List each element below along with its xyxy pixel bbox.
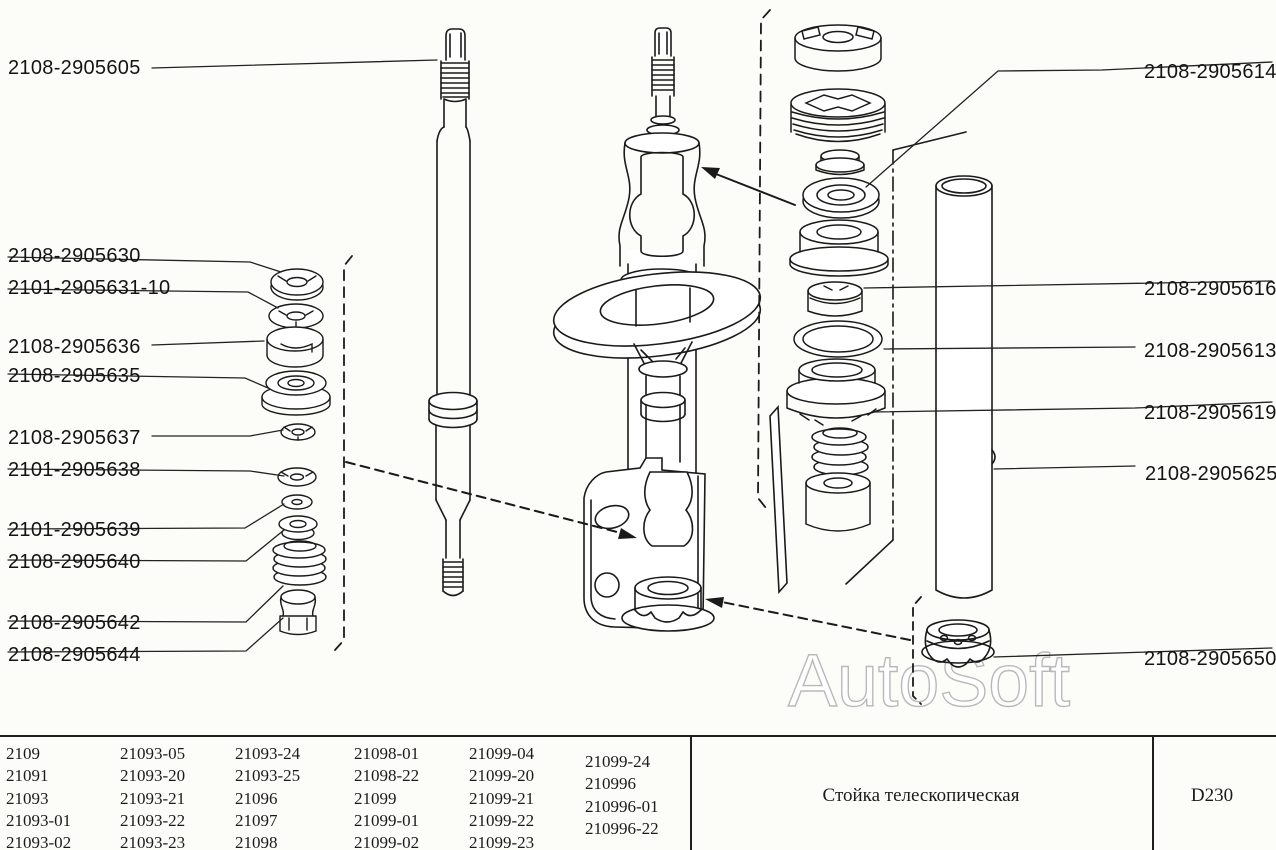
- model-cell: 21098: [235, 833, 278, 850]
- model-column-2: 21093-05 21093-20 21093-21 21093-22 2109…: [120, 743, 185, 850]
- callout-2101-2905639: 2101-2905639: [8, 519, 141, 541]
- applicability-table: 2109 21091 21093 21093-01 21093-02 21093…: [0, 735, 1276, 850]
- shim-strip-drawing: [769, 131, 967, 594]
- callout-2108-2905636: 2108-2905636: [8, 336, 141, 358]
- callout-2108-2905650: 2108-2905650: [1144, 648, 1276, 670]
- model-cell: 21093-22: [120, 810, 186, 830]
- sheet-code-label: D230: [1190, 785, 1234, 806]
- callout-2108-2905614: 2108-2905614: [1144, 61, 1276, 83]
- reference-arrows: [345, 167, 911, 641]
- model-column-5: 21099-04 21099-20 21099-21 21099-22 2109…: [469, 743, 534, 850]
- table-divider-models: [690, 737, 692, 850]
- callout-2108-2905640: 2108-2905640: [8, 551, 141, 573]
- model-cell: 21093: [6, 788, 49, 808]
- callout-2108-2905613: 2108-2905613: [1144, 340, 1276, 362]
- callout-2108-2905625: 2108-2905625: [1145, 463, 1276, 485]
- part-name-label: Стойка телескопическая: [822, 785, 1020, 806]
- model-cell: 21093-05: [120, 744, 186, 763]
- model-cell: 21093-23: [120, 833, 186, 850]
- table-divider-code: [1152, 737, 1154, 850]
- callout-2108-2905637: 2108-2905637: [8, 427, 141, 449]
- group-brackets: [334, 9, 922, 705]
- leader-lines: [7, 59, 1273, 658]
- model-column-4: 21098-01 21098-22 21099 21099-01 21099-0…: [354, 743, 419, 850]
- model-cell: 21093-21: [120, 788, 186, 808]
- table-top-border: [0, 735, 1276, 738]
- model-cell: 21099-23: [469, 833, 535, 850]
- model-cell: 21099-04: [469, 744, 535, 763]
- callout-2108-2905635: 2108-2905635: [8, 365, 141, 387]
- callout-2108-2905644: 2108-2905644: [8, 644, 141, 666]
- model-cell: 21098-22: [354, 766, 420, 786]
- callout-2101-2905631-10: 2101-2905631-10: [8, 277, 171, 299]
- right-parts-column: [786, 24, 889, 532]
- model-cell: 21093-01: [6, 810, 72, 830]
- model-column-1: 2109 21091 21093 21093-01 21093-02: [6, 743, 71, 850]
- model-column-3: 21093-24 21093-25 21096 21097 21098: [235, 743, 300, 850]
- piston-rod-drawing: [428, 28, 478, 597]
- model-cell: 21093-24: [235, 744, 301, 763]
- model-cell: 210996-22: [585, 818, 659, 838]
- model-cell: 21096: [235, 788, 278, 808]
- parts-diagram: AutoSoft: [7, 9, 1273, 723]
- model-cell: 21093-25: [235, 766, 301, 786]
- model-cell: 21093-20: [120, 766, 186, 786]
- model-cell: 210996-01: [585, 796, 659, 816]
- reservoir-tube-drawing: [935, 175, 996, 599]
- model-cell: 21099-01: [354, 810, 420, 830]
- bottom-mount-drawing: [921, 619, 995, 668]
- model-cell: 21099-24: [585, 752, 651, 771]
- model-cell: 210996: [585, 774, 636, 794]
- callout-2108-2905642: 2108-2905642: [8, 612, 141, 634]
- model-cell: 21091: [6, 766, 49, 786]
- model-cell: 21098-01: [354, 744, 420, 763]
- callout-2108-2905605: 2108-2905605: [8, 57, 141, 79]
- callout-2108-2905630: 2108-2905630: [8, 245, 141, 267]
- model-cell: 21097: [235, 810, 278, 830]
- model-cell: 21099: [354, 788, 397, 808]
- model-cell: 21099-22: [469, 810, 535, 830]
- callout-2101-2905638: 2101-2905638: [8, 459, 141, 481]
- model-cell: 2109: [6, 744, 40, 763]
- left-parts-column: [261, 268, 331, 636]
- model-cell: 21093-02: [6, 833, 72, 850]
- strut-assembly-drawing: [552, 27, 762, 632]
- model-column-6: 21099-24 210996 210996-01 210996-22: [585, 751, 659, 840]
- callout-2108-2905616: 2108-2905616: [1144, 278, 1276, 300]
- model-cell: 21099-20: [469, 766, 535, 786]
- callout-2108-2905619: 2108-2905619: [1144, 402, 1276, 424]
- model-cell: 21099-02: [354, 833, 420, 850]
- model-cell: 21099-21: [469, 788, 535, 808]
